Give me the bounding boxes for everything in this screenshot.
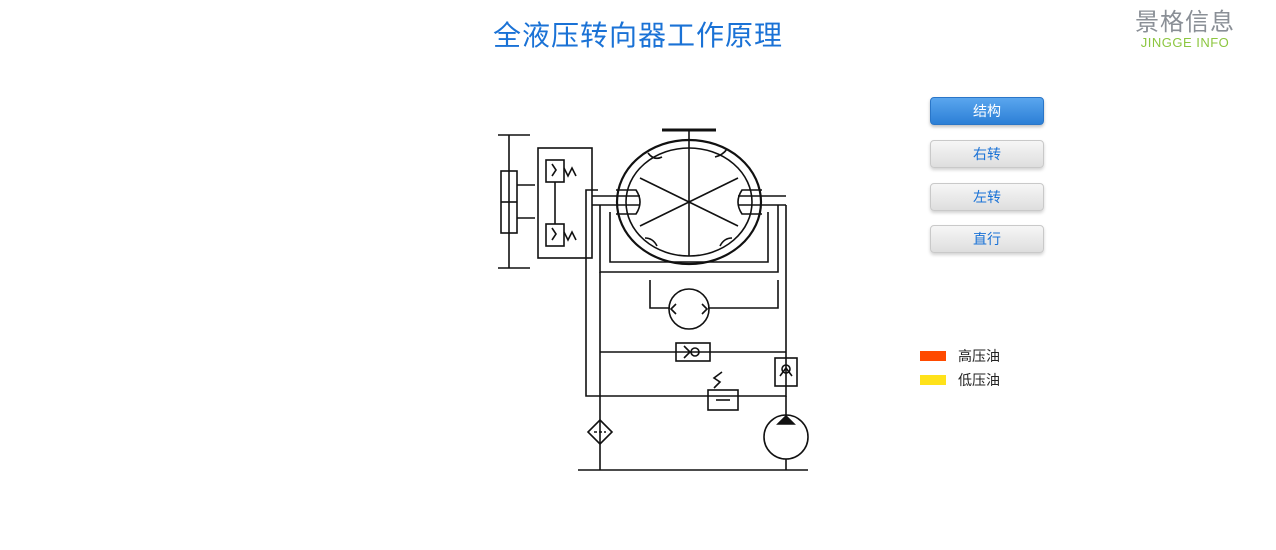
steering-cylinder: [498, 134, 535, 269]
legend-label-high-pressure: 高压油: [958, 349, 1000, 365]
main-relief-valve: [707, 371, 739, 411]
logo-text-en: JINGGE INFO: [1140, 35, 1230, 50]
legend-label-low-pressure: 低压油: [958, 373, 1000, 389]
button-straight[interactable]: 直行: [930, 225, 1044, 253]
legend-swatch-low-pressure: [920, 375, 946, 385]
metering-unit: [615, 138, 763, 266]
button-turn-left[interactable]: 左转: [930, 183, 1044, 211]
legend-item-high-pressure: 高压油: [920, 347, 1000, 365]
hydraulic-pump: [763, 414, 809, 470]
hydraulic-motor: [668, 288, 710, 330]
legend-item-low-pressure: 低压油: [920, 371, 1000, 389]
check-valve: [675, 342, 711, 362]
pump-check-valve: [774, 357, 798, 387]
oil-filter: [586, 418, 614, 446]
brand-logo: 景格信息 JINGGE INFO: [1130, 8, 1240, 50]
hydraulic-steering-diagram: [498, 128, 809, 471]
piping: [578, 189, 808, 471]
overload-relief-valves: [537, 147, 593, 259]
page-title: 全液压转向器工作原理: [492, 19, 783, 52]
logo-text-cn: 景格信息: [1135, 8, 1235, 36]
button-turn-right[interactable]: 右转: [930, 140, 1044, 168]
legend-swatch-high-pressure: [920, 351, 946, 361]
button-structure[interactable]: 结构: [930, 97, 1044, 125]
